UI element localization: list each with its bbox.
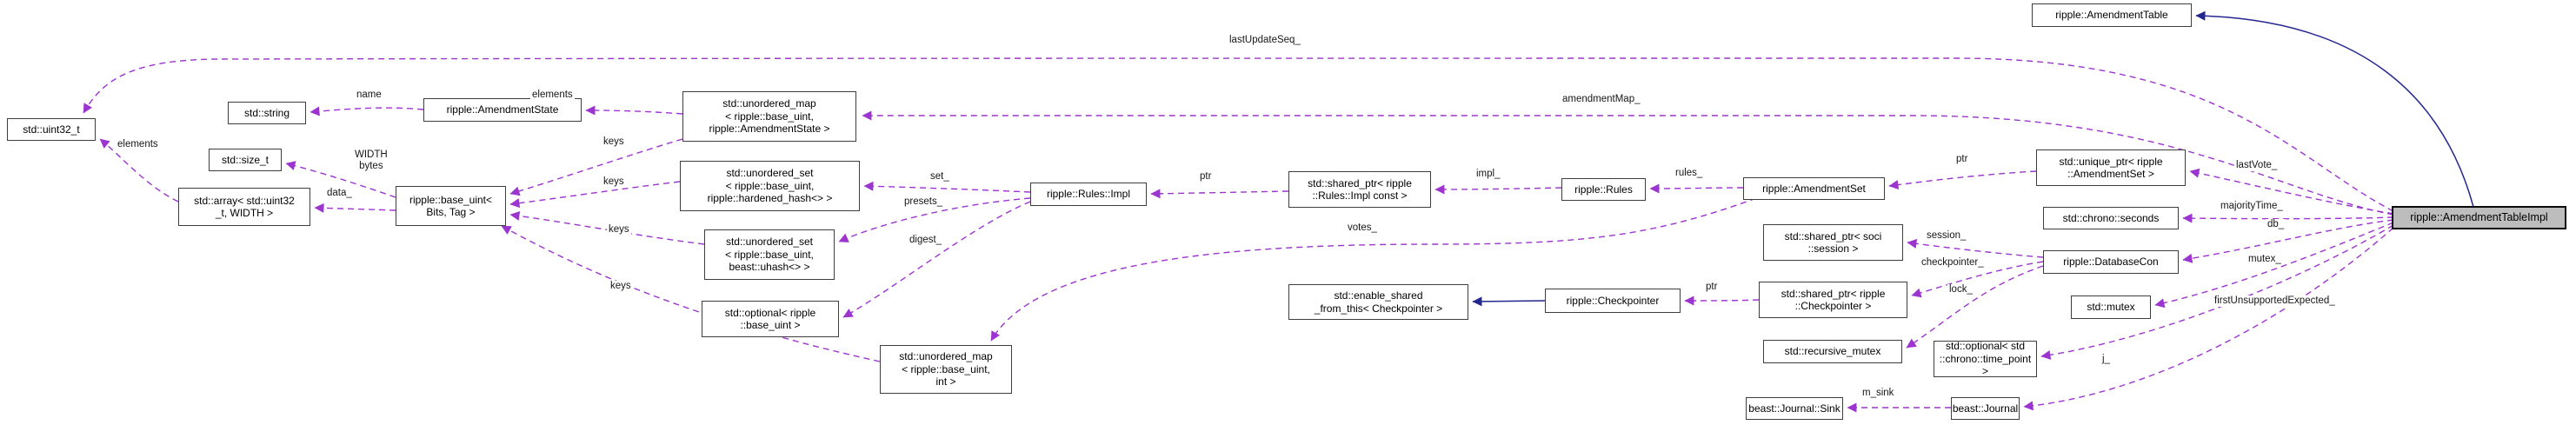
edge-impl [1434, 184, 1562, 195]
node-std-size-t[interactable]: std::size_t [209, 149, 282, 171]
node-std-chrono-seconds[interactable]: std::chrono::seconds [2043, 207, 2179, 229]
edge-label-db: db_ [2266, 219, 2286, 231]
edge-label-j: j_ [2100, 354, 2112, 366]
edge-ptr-amendment-set [1888, 170, 2037, 190]
edge-label-firstunsupportedexpected: firstUnsupportedExpected_ [2213, 296, 2337, 308]
edge-lock [1906, 265, 2044, 349]
edge-label-ptr-amendset: ptr [1954, 154, 1970, 166]
edge-name [310, 106, 424, 116]
edge-session [1907, 238, 2044, 258]
edge-label-ptr-rules: ptr [1198, 171, 1214, 183]
node-std-string[interactable]: std::string [228, 102, 306, 124]
edge-label-mutex: mutex_ [2247, 254, 2283, 266]
edge-elements-array [99, 138, 179, 203]
node-unordered-map-amendmentstate[interactable]: std::unordered_map < ripple::base_uint, … [682, 91, 856, 142]
edge-label-votes: votes_ [1346, 222, 1379, 235]
edge-label-keys-map: keys [602, 136, 626, 149]
edge-label-majoritytime: majorityTime_ [2219, 201, 2285, 213]
edge-keys-map-state [509, 138, 683, 196]
node-ripple-amendmenttableimpl[interactable]: ripple::AmendmentTableImpl [2392, 206, 2566, 229]
node-optional-base-uint[interactable]: std::optional< ripple ::base_uint > [702, 301, 839, 337]
edge-label-width-bytes: WIDTH bytes [353, 149, 389, 173]
edge-label-ptr-checkpointer: ptr [1704, 282, 1720, 294]
node-ripple-base-uint[interactable]: ripple::base_uint< Bits, Tag > [396, 186, 506, 226]
edge-label-keys-hardened: keys [602, 176, 626, 189]
edge-label-data: data_ [325, 188, 354, 200]
edge-presets [838, 197, 1031, 242]
node-ripple-checkpointer[interactable]: ripple::Checkpointer [1545, 289, 1681, 313]
edge-width-bytes [285, 161, 396, 198]
node-ripple-databasecon[interactable]: ripple::DatabaseCon [2043, 250, 2179, 274]
node-enable-shared-from-this[interactable]: std::enable_shared _from_this< Checkpoin… [1288, 284, 1468, 320]
node-ripple-amendmenttable[interactable]: ripple::AmendmentTable [2032, 3, 2192, 27]
edge-db [2182, 219, 2394, 263]
node-std-array[interactable]: std::array< std::uint32 _t, WIDTH > [178, 188, 310, 226]
node-beast-journal-sink[interactable]: beast::Journal::Sink [1746, 397, 1843, 420]
node-unique-ptr-amendmentset[interactable]: std::unique_ptr< ripple ::AmendmentSet > [2036, 149, 2186, 186]
edge-label-name: name [355, 90, 383, 102]
node-ripple-rules-impl[interactable]: ripple::Rules::Impl [1030, 183, 1147, 206]
edge-label-lastupdateseq: lastUpdateSeq_ [1228, 35, 1302, 47]
edge-set [863, 181, 1031, 193]
edge-inherit-amendmenttable [2195, 10, 2474, 208]
node-shared-ptr-soci-session[interactable]: std::shared_ptr< soci ::session > [1763, 224, 1903, 261]
edge-lastupdateseq [83, 57, 2394, 212]
node-beast-journal[interactable]: beast::Journal [1951, 397, 2020, 420]
edge-label-checkpointer: checkpointer_ [1920, 257, 1986, 269]
edge-label-keys-uhash: keys [607, 224, 631, 236]
edge-votes [990, 197, 1757, 342]
edge-lastvote [2189, 168, 2394, 215]
edge-label-lastvote: lastVote_ [2234, 160, 2280, 172]
edge-label-amendmentmap: amendmentMap_ [1561, 94, 1642, 106]
edge-data [314, 203, 396, 213]
edge-checkpointer [1911, 261, 2044, 298]
node-ripple-rules[interactable]: ripple::Rules [1561, 178, 1646, 201]
node-ripple-amendmentset[interactable]: ripple::AmendmentSet [1743, 177, 1885, 200]
edge-digest [842, 201, 1031, 318]
edge-label-m-sink: m_sink [1860, 388, 1896, 400]
edge-inherit-enable-shared [1472, 296, 1546, 307]
edge-elements-map-state [585, 105, 683, 116]
node-shared-ptr-checkpointer[interactable]: std::shared_ptr< ripple ::Checkpointer > [1759, 282, 1907, 318]
edge-label-elements-array: elements [116, 139, 160, 151]
node-unordered-set-uhash[interactable]: std::unordered_set < ripple::base_uint, … [704, 229, 835, 280]
node-unordered-map-int[interactable]: std::unordered_map < ripple::base_uint, … [880, 345, 1012, 394]
node-unordered-set-hardened-hash[interactable]: std::unordered_set < ripple::base_uint, … [680, 161, 860, 211]
edge-keys-map-int [501, 225, 881, 362]
edge-label-session: session_ [1925, 230, 1968, 242]
edge-label-presets: presets_ [902, 196, 945, 209]
edge-firstunsupportedexpected [2040, 224, 2394, 360]
edge-keys-set-uhash [509, 210, 705, 245]
edge-label-impl: impl_ [1474, 169, 1502, 181]
edge-label-keys-int: keys [609, 281, 633, 293]
edge-label-digest: digest_ [908, 235, 944, 247]
edge-rules [1649, 183, 1744, 194]
edge-ptr-checkpointer [1684, 296, 1760, 306]
node-std-uint32-t[interactable]: std::uint32_t [7, 118, 96, 141]
node-std-mutex[interactable]: std::mutex [2071, 296, 2151, 319]
node-shared-ptr-rules-impl[interactable]: std::shared_ptr< ripple ::Rules::Impl co… [1288, 171, 1431, 208]
edge-majoritytime [2182, 213, 2394, 223]
edge-label-lock: lock_ [1947, 284, 1974, 296]
edge-amendmentmap [862, 110, 2394, 216]
edge-label-set: set_ [929, 171, 951, 183]
node-optional-time-point[interactable]: std::optional< std ::chrono::time_point … [1934, 340, 2037, 377]
edge-label-elements-map: elements [530, 90, 575, 102]
edge-keys-set-hardened [509, 181, 681, 209]
edge-ptr-rules-impl [1150, 189, 1289, 199]
node-std-recursive-mutex[interactable]: std::recursive_mutex [1763, 340, 1902, 363]
edge-label-rules: rules_ [1674, 168, 1705, 180]
edge-mutex [2154, 222, 2394, 309]
node-ripple-amendmentstate[interactable]: ripple::AmendmentState [423, 98, 582, 122]
